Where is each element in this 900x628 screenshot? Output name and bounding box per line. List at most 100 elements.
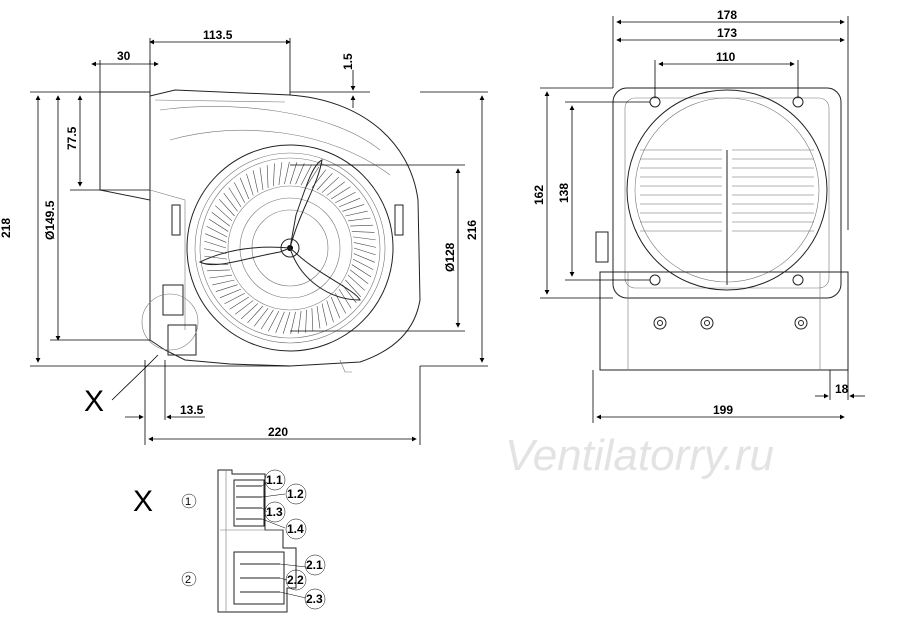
impeller-blade xyxy=(338,197,361,208)
dim-162: 162 xyxy=(532,185,546,205)
impeller-blade xyxy=(353,242,377,248)
dim-149-5: Ø149.5 xyxy=(43,200,57,240)
dim-128: Ø128 xyxy=(443,242,457,272)
impeller-blade xyxy=(321,176,340,193)
dim-18: 18 xyxy=(835,382,849,396)
pin-1-1: 1.1 xyxy=(266,473,283,487)
detail-callout-x: X xyxy=(84,385,104,418)
impeller-blade xyxy=(223,193,238,212)
impeller-blade xyxy=(290,311,296,335)
dim-218: 218 xyxy=(0,218,13,238)
impeller-blade xyxy=(208,218,229,232)
section-2-label: 2 xyxy=(185,574,191,586)
impeller-blade xyxy=(289,162,298,185)
impeller-blade xyxy=(345,210,368,217)
pin-2-3: 2.3 xyxy=(306,592,323,606)
impeller-blade xyxy=(321,303,328,326)
impeller-blade xyxy=(330,186,351,200)
impeller-blade xyxy=(278,162,283,186)
impeller-blade xyxy=(219,288,242,299)
impeller-blade xyxy=(206,226,228,238)
impeller-blade xyxy=(233,182,246,203)
impeller-blade xyxy=(247,305,264,323)
dim-216: 216 xyxy=(465,220,479,240)
impeller-blade xyxy=(273,163,275,187)
dim-178: 178 xyxy=(717,8,737,22)
impeller-blade xyxy=(228,187,242,208)
impeller-blade xyxy=(316,173,333,191)
impeller-blade xyxy=(240,303,259,320)
section-1-label: 1 xyxy=(185,496,191,508)
impeller-blade xyxy=(260,309,274,330)
impeller-blade xyxy=(203,248,227,254)
impeller-blade xyxy=(349,269,369,285)
pin-2-2: 2.2 xyxy=(287,573,304,587)
impeller-blade xyxy=(218,198,235,217)
dim-77-5: 77.5 xyxy=(65,126,79,150)
watermark-text: Ventilatorry.ru xyxy=(505,431,774,480)
dim-110: 110 xyxy=(716,50,736,64)
impeller-blade xyxy=(342,204,365,212)
impeller-blade xyxy=(347,274,365,291)
detail-title-x: X xyxy=(133,485,153,518)
impeller-blade xyxy=(205,233,227,243)
impeller-blade xyxy=(326,181,345,196)
impeller-blade xyxy=(351,264,372,278)
impeller-blade xyxy=(204,255,228,260)
impeller-blade xyxy=(295,163,305,185)
impeller-blade xyxy=(209,274,233,279)
side-view: 178 173 110 162 138 18 199 xyxy=(532,8,865,423)
impeller-blade xyxy=(284,161,290,185)
connector-detail: X 1 2 1.1 1.2 1.3 xyxy=(133,469,326,613)
impeller-blade xyxy=(215,284,238,292)
impeller-blade xyxy=(229,296,250,310)
impeller-blade xyxy=(311,308,314,331)
impeller-blade xyxy=(204,240,227,249)
dim-113-5: 113.5 xyxy=(203,28,233,42)
dim-220: 220 xyxy=(268,425,288,439)
impeller-blade xyxy=(259,167,264,191)
front-view: 30 113.5 1.5 218 77.5 Ø149.5 Ø128 2 xyxy=(0,28,488,445)
impeller-blade xyxy=(266,165,269,188)
impeller-blade xyxy=(224,292,245,305)
impeller-blade xyxy=(211,211,231,227)
pin-2-1: 2.1 xyxy=(306,558,323,572)
pin-1-3: 1.3 xyxy=(266,505,283,519)
impeller-blade xyxy=(326,300,334,323)
impeller-blade xyxy=(352,236,376,241)
dim-199: 199 xyxy=(713,403,733,417)
dim-13-5: 13.5 xyxy=(180,403,204,417)
impeller-blade xyxy=(350,224,373,227)
pin-1-4: 1.4 xyxy=(287,522,304,536)
impeller-blade xyxy=(207,269,230,272)
fan-grille xyxy=(640,149,814,232)
impeller-blade xyxy=(268,310,280,332)
impeller-blade xyxy=(239,177,250,200)
impeller-blade xyxy=(300,164,312,186)
dim-30: 30 xyxy=(117,49,131,63)
dim-1-5: 1.5 xyxy=(341,53,355,70)
impeller-blade xyxy=(316,305,321,329)
impeller-blade xyxy=(275,311,285,333)
impeller-blade xyxy=(345,279,362,298)
impeller-blade xyxy=(335,191,356,204)
impeller-blade xyxy=(246,173,254,196)
impeller-blade xyxy=(282,311,291,334)
impeller-blade xyxy=(252,170,259,193)
impeller-blade xyxy=(235,300,254,315)
impeller-blade xyxy=(347,217,371,222)
impeller-blade xyxy=(353,247,376,256)
impeller-blade xyxy=(305,309,307,333)
impeller-blade xyxy=(253,307,269,327)
dim-173: 173 xyxy=(717,26,737,40)
impeller-blade xyxy=(306,166,320,187)
pin-1-2: 1.2 xyxy=(287,487,304,501)
dim-138: 138 xyxy=(557,183,571,203)
impeller-blade xyxy=(351,231,375,233)
impeller-blade xyxy=(297,310,302,334)
impeller-blade xyxy=(330,296,341,319)
impeller-blade xyxy=(352,258,374,270)
impeller-blade xyxy=(215,205,233,222)
